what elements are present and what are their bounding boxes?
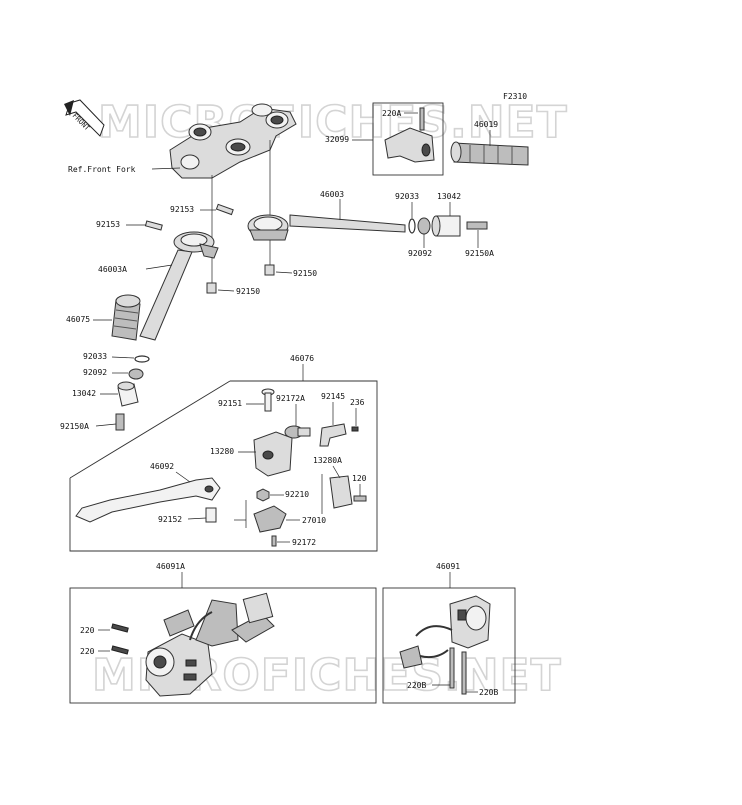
label-92150-b: 92150 [236,287,260,296]
right-grip [450,141,529,166]
bolt-92153-right [215,203,234,216]
label-46091A: 46091A [156,562,185,571]
bolt-92153-left [144,220,163,231]
left-switch-box [69,587,377,704]
label-92153-a: 92153 [170,205,194,214]
weight-13042-left [117,381,139,407]
label-13042-l: 13042 [72,389,96,398]
collar-92152 [205,507,217,523]
bolt-92150-left [206,282,217,294]
throttle-case [384,127,435,163]
damper-92092-right [417,217,431,235]
right-switch-box [382,587,516,704]
label-92210: 92210 [285,490,309,499]
label-220B-b: 220B [479,688,498,697]
bolt-92150A-right [466,221,488,230]
label-92151: 92151 [218,399,242,408]
label-32099: 32099 [325,135,349,144]
label-13280: 13280 [210,447,234,456]
clamp-13280A [329,475,353,509]
label-46092: 46092 [150,462,174,471]
label-92152: 92152 [158,515,182,524]
bolt-92151 [261,388,275,412]
bolt-120 [353,495,367,502]
label-13280A: 13280A [313,456,342,465]
label-92150-a: 92150 [293,269,317,278]
label-92172A: 92172A [276,394,305,403]
label-13042-r: 13042 [437,192,461,201]
bolt-92150-right [264,264,275,276]
label-92033-r: 92033 [395,192,419,201]
screw-220B-left [449,647,455,689]
right-handlebar [247,214,406,241]
screw-236 [351,426,359,432]
label-220A: 220A [382,109,401,118]
label-92033-l: 92033 [83,352,107,361]
label-46075: 46075 [66,315,90,324]
left-handlebar [139,231,219,341]
bracket-92145 [319,423,347,447]
switch-27010 [253,505,287,533]
label-92172: 92172 [292,538,316,547]
label-92150A-l: 92150A [60,422,89,431]
label-46003A: 46003A [98,265,127,274]
screw-220-upper [111,623,129,633]
label-46091: 46091 [436,562,460,571]
throttle-case-box [372,102,444,176]
weight-13042-right [431,215,461,237]
nut-92210 [256,488,270,502]
label-220-b: 220 [80,647,95,656]
label-220B-a: 220B [407,681,426,690]
right-switch-housing [399,595,491,669]
diagram-code: F2310 [503,92,527,101]
lever-bracket-13280 [253,431,293,477]
label-92153-b: 92153 [96,220,120,229]
label-120: 120 [352,474,367,483]
screw-220A [419,107,425,131]
label-27010: 27010 [302,516,326,525]
bolt-92150A-left [115,413,125,431]
watermark-top: MICROFICHES.NET [98,97,568,148]
screw-220-lower [111,645,129,655]
label-92145: 92145 [321,392,345,401]
label-236: 236 [350,398,365,407]
upper-triple-clamp [169,103,297,179]
label-92092-l: 92092 [83,368,107,377]
label-46076: 46076 [290,354,314,363]
label-46019: 46019 [474,120,498,129]
circlip-92033-right [408,218,416,234]
screw-220B-right [461,651,467,695]
adjuster-92172A [284,425,311,439]
damper-92092-left [128,368,144,380]
screw-92172 [271,535,277,547]
left-switch-housing [145,592,275,697]
label-46003: 46003 [320,190,344,199]
label-ref-front-fork: Ref.Front Fork [68,165,136,174]
clutch-lever-box [69,380,378,552]
label-220-a: 220 [80,626,95,635]
label-92150A-r: 92150A [465,249,494,258]
label-92092-r: 92092 [408,249,432,258]
circlip-92033-left [134,355,150,363]
clutch-lever [75,477,221,523]
left-grip [111,294,141,341]
